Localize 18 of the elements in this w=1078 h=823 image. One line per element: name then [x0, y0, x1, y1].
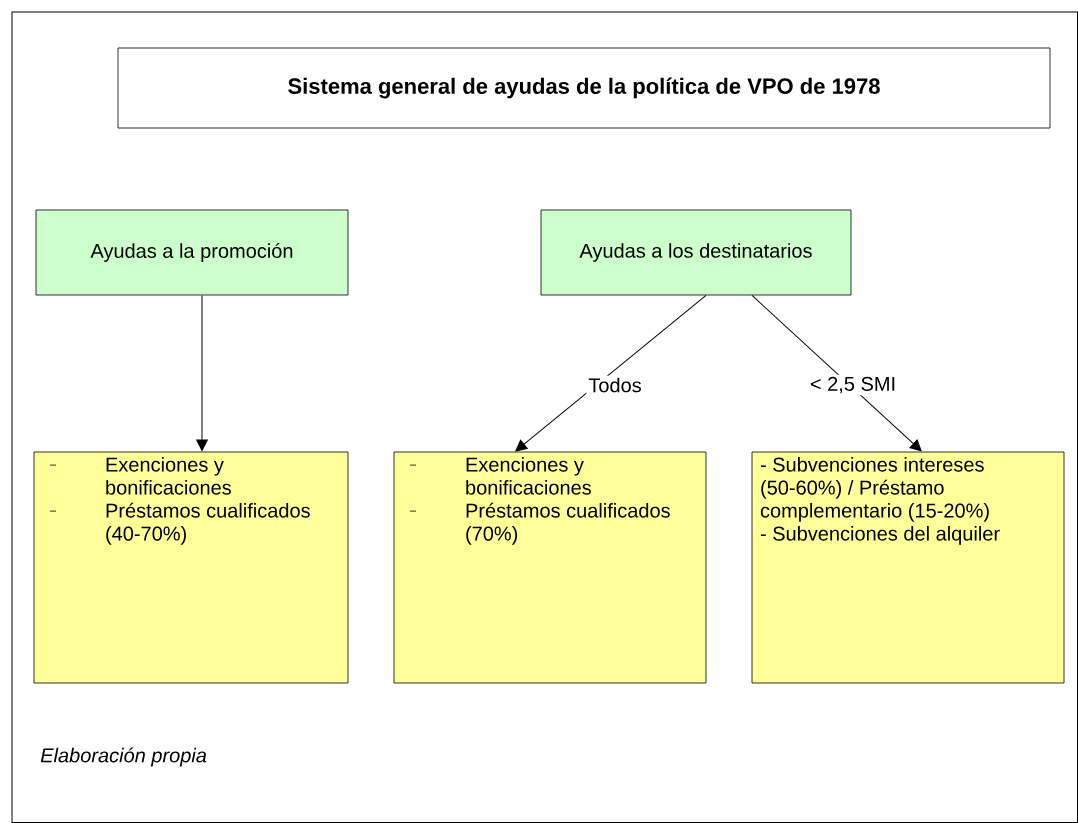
list-item: - Subvenciones del alquiler: [760, 526, 1000, 545]
arrow: [196, 294, 208, 451]
list-box: [33, 451, 349, 684]
arrow: [751, 294, 922, 452]
category-box: Ayudas a la promoción: [35, 209, 349, 296]
list-item: Préstamos cualificados (70%): [409, 502, 670, 545]
arrow: [515, 294, 707, 452]
caption: Elaboración propia: [40, 747, 207, 767]
edge-label: < 2,5 SMI: [810, 376, 895, 394]
list-item: Préstamos cualificados (40-70%): [49, 502, 310, 545]
list-box: [751, 451, 1065, 684]
title-box: Sistema general de ayudas de la política de VPO de 1978: [117, 47, 1051, 129]
category-box: Ayudas a los destinatarios: [540, 209, 852, 296]
list-item: Exenciones y bonificaciones: [49, 457, 231, 495]
list-box: [393, 451, 707, 684]
list-item: Exenciones y bonificaciones: [409, 457, 591, 495]
list-item: - Subvenciones intereses (50-60%) / Préstamo complementario (15-20%): [760, 457, 989, 522]
edge-label: Todos: [588, 377, 641, 393]
